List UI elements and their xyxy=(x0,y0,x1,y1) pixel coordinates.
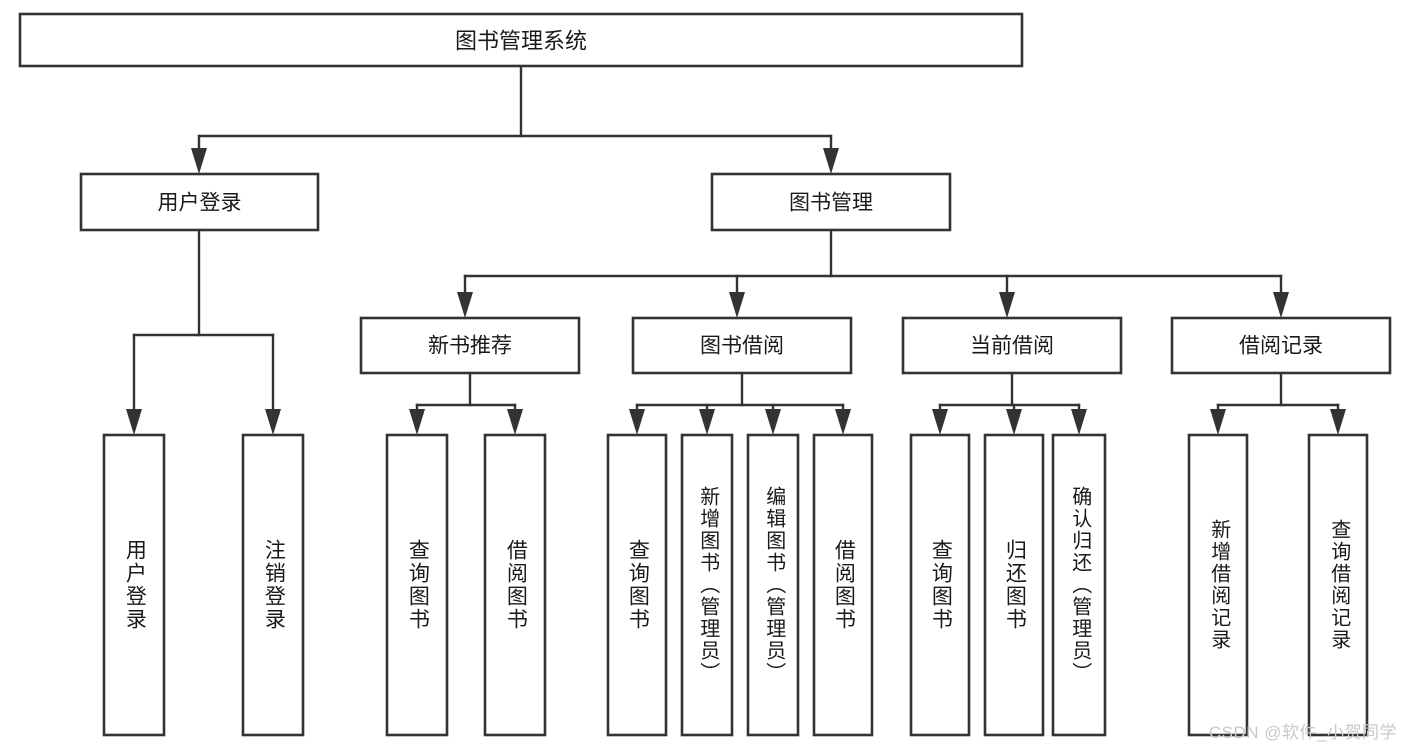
node-book-borrow-label: 图书借阅 xyxy=(700,335,784,358)
connectors-root-to-level2 xyxy=(191,64,839,174)
node-leaf-add-record-rect[interactable] xyxy=(1187,433,1249,737)
node-leaf-add-book-rect[interactable] xyxy=(680,433,734,737)
node-leaf-return-book-rect[interactable] xyxy=(983,433,1045,737)
node-leaf-logout-rect[interactable] xyxy=(241,433,305,737)
node-new-book-rec[interactable]: 新书推荐 xyxy=(359,316,581,375)
node-current-borrow-rect[interactable] xyxy=(901,316,1123,375)
node-leaf-confirm-return-rect[interactable] xyxy=(1051,433,1107,737)
node-borrow-record-label: 借阅记录 xyxy=(1239,335,1323,358)
node-leaf-edit-book-rect[interactable] xyxy=(746,433,800,737)
connectors-currentborrow-to-leaves xyxy=(932,371,1087,435)
node-book-borrow-rect[interactable] xyxy=(631,316,853,375)
node-book-borrow[interactable]: 图书借阅 xyxy=(631,316,853,375)
node-leaf-borrow-book-1-rect[interactable] xyxy=(483,433,547,737)
node-leaf-user-login-rect[interactable] xyxy=(102,433,166,737)
node-new-book-rec-rect[interactable] xyxy=(359,316,581,375)
node-borrow-record[interactable]: 借阅记录 xyxy=(1170,316,1392,375)
node-user-login[interactable]: 用户登录 xyxy=(79,172,320,232)
node-leaf-query-book-1-rect[interactable] xyxy=(385,433,449,737)
connectors-borrowrecord-to-leaves xyxy=(1210,371,1346,435)
node-root[interactable]: 图书管理系统 xyxy=(18,12,1024,68)
connectors-userlogin-to-leaves xyxy=(126,228,281,435)
node-user-login-rect[interactable] xyxy=(79,172,320,232)
connectors-bookborrow-to-leaves xyxy=(629,371,851,435)
csdn-watermark: CSDN @软件_小贺同学 xyxy=(1208,723,1397,742)
connectors-bookmanage-to-level3 xyxy=(457,228,1289,318)
node-leaf-query-book-3-rect[interactable] xyxy=(909,433,971,737)
node-root-label: 图书管理系统 xyxy=(455,29,587,54)
node-book-manage-rect[interactable] xyxy=(710,172,952,232)
node-new-book-rec-label: 新书推荐 xyxy=(428,335,512,358)
connectors-newbookrec-to-leaves xyxy=(409,371,523,435)
node-root-rect[interactable] xyxy=(18,12,1024,68)
node-user-login-label: 用户登录 xyxy=(158,192,242,215)
node-leaf-borrow-book-2-rect[interactable] xyxy=(812,433,874,737)
node-current-borrow-label: 当前借阅 xyxy=(970,335,1054,358)
node-leaf-query-record-rect[interactable] xyxy=(1307,433,1369,737)
node-borrow-record-rect[interactable] xyxy=(1170,316,1392,375)
node-leaf-query-book-2-rect[interactable] xyxy=(606,433,668,737)
node-book-manage[interactable]: 图书管理 xyxy=(710,172,952,232)
node-book-manage-label: 图书管理 xyxy=(789,192,873,215)
node-current-borrow[interactable]: 当前借阅 xyxy=(901,316,1123,375)
